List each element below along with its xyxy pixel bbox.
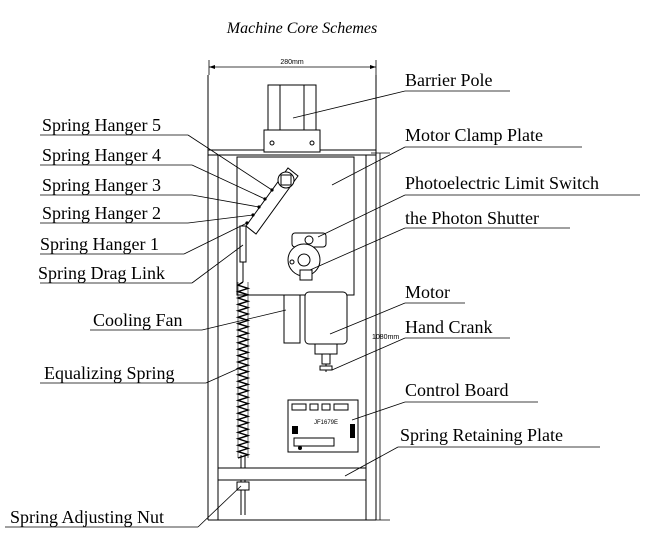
equalizing-spring xyxy=(235,281,251,459)
label-photon-shutter: the Photon Shutter xyxy=(405,208,539,228)
control-board-text: JF1679E xyxy=(314,420,338,426)
label-spring-hanger-3: Spring Hanger 3 xyxy=(42,175,161,195)
label-cooling-fan: Cooling Fan xyxy=(93,310,183,330)
cooling-fan xyxy=(283,294,301,344)
label-spring-adjusting-nut: Spring Adjusting Nut xyxy=(10,507,164,527)
leader-lines-right xyxy=(292,90,640,477)
label-photoelectric-limit-switch: Photoelectric Limit Switch xyxy=(405,173,599,193)
diagram-title: Machine Core Schemes xyxy=(226,20,377,37)
motor xyxy=(304,291,348,365)
barrier-pole xyxy=(263,84,321,153)
spring-retaining-plate xyxy=(217,467,367,481)
label-spring-hanger-5: Spring Hanger 5 xyxy=(42,115,161,135)
label-spring-drag-link: Spring Drag Link xyxy=(38,263,165,283)
label-motor: Motor xyxy=(405,282,450,302)
label-equalizing-spring: Equalizing Spring xyxy=(44,363,174,383)
label-motor-clamp-plate: Motor Clamp Plate xyxy=(405,125,543,145)
width-dimension: 280mm xyxy=(208,59,377,75)
height-dimension: 1080mm xyxy=(371,152,399,521)
leader-lines-left xyxy=(5,134,287,528)
spring-drag-link xyxy=(239,225,247,282)
width-dimension-label: 280mm xyxy=(280,59,304,66)
photoelectric-limit-switch-assembly xyxy=(287,232,327,281)
cabinet-frame xyxy=(207,75,377,521)
control-board: JF1679E xyxy=(287,399,359,453)
label-spring-retaining-plate: Spring Retaining Plate xyxy=(400,425,563,445)
label-spring-hanger-4: Spring Hanger 4 xyxy=(42,145,161,165)
height-dimension-label: 1080mm xyxy=(372,334,399,341)
label-spring-hanger-1: Spring Hanger 1 xyxy=(40,234,159,254)
label-spring-hanger-2: Spring Hanger 2 xyxy=(42,203,161,223)
label-control-board: Control Board xyxy=(405,380,509,400)
label-hand-crank: Hand Crank xyxy=(405,317,492,337)
hand-crank xyxy=(319,364,333,372)
spring-adjusting-rod xyxy=(236,455,250,515)
label-barrier-pole: Barrier Pole xyxy=(405,70,492,90)
